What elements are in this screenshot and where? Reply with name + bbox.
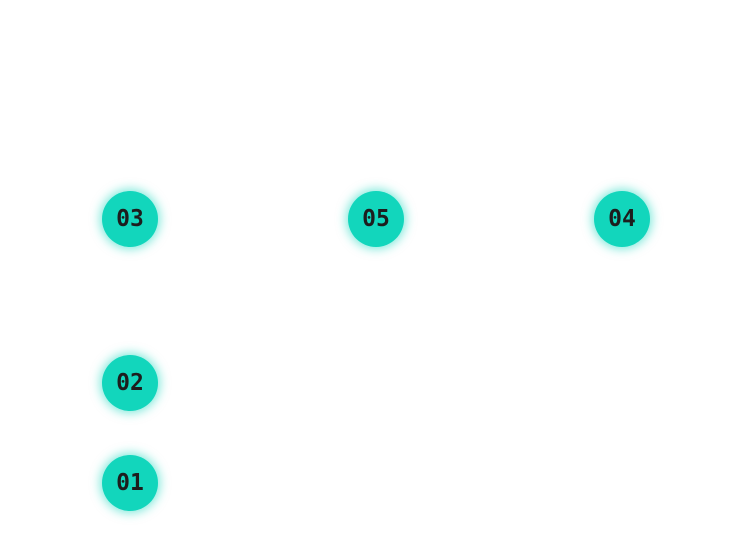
marker-03[interactable]: 03	[102, 191, 158, 247]
marker-04[interactable]: 04	[594, 191, 650, 247]
marker-01[interactable]: 01	[102, 455, 158, 511]
marker-02[interactable]: 02	[102, 355, 158, 411]
marker-label: 04	[608, 205, 636, 232]
marker-label: 03	[116, 205, 144, 232]
marker-label: 05	[362, 205, 390, 232]
marker-label: 02	[116, 369, 144, 396]
marker-label: 01	[116, 469, 144, 496]
marker-05[interactable]: 05	[348, 191, 404, 247]
